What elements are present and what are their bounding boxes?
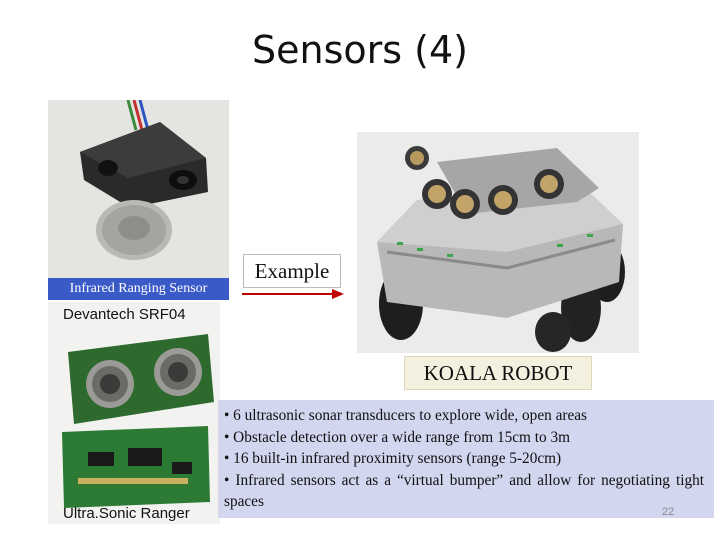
feature-list: • 6 ultrasonic sonar transducers to expl…: [224, 405, 704, 513]
description-panel: • 6 ultrasonic sonar transducers to expl…: [218, 400, 714, 518]
koala-robot-photo: [357, 132, 639, 353]
arrow-right-icon: [240, 286, 346, 307]
devantech-label: Devantech SRF04: [63, 306, 186, 323]
ultrasonic-sensor-photo: [48, 302, 220, 524]
ir-sensor-photo: [48, 100, 229, 278]
ultrasonic-ranger-label: Ultra.Sonic Ranger: [63, 505, 190, 522]
feature-item: • Infrared sensors act as a “virtual bum…: [224, 471, 704, 511]
feature-item: • 6 ultrasonic sonar transducers to expl…: [224, 407, 588, 424]
example-label: Example: [243, 254, 341, 288]
ir-sensor-caption: Infrared Ranging Sensor: [48, 278, 229, 300]
koala-robot-label: KOALA ROBOT: [404, 356, 592, 390]
page-number: 22: [662, 506, 675, 518]
slide-title: Sensors (4): [252, 28, 468, 72]
feature-item: • Obstacle detection over a wide range f…: [224, 428, 571, 446]
feature-item: • 16 built-in infrared proximity sensors…: [224, 450, 562, 467]
